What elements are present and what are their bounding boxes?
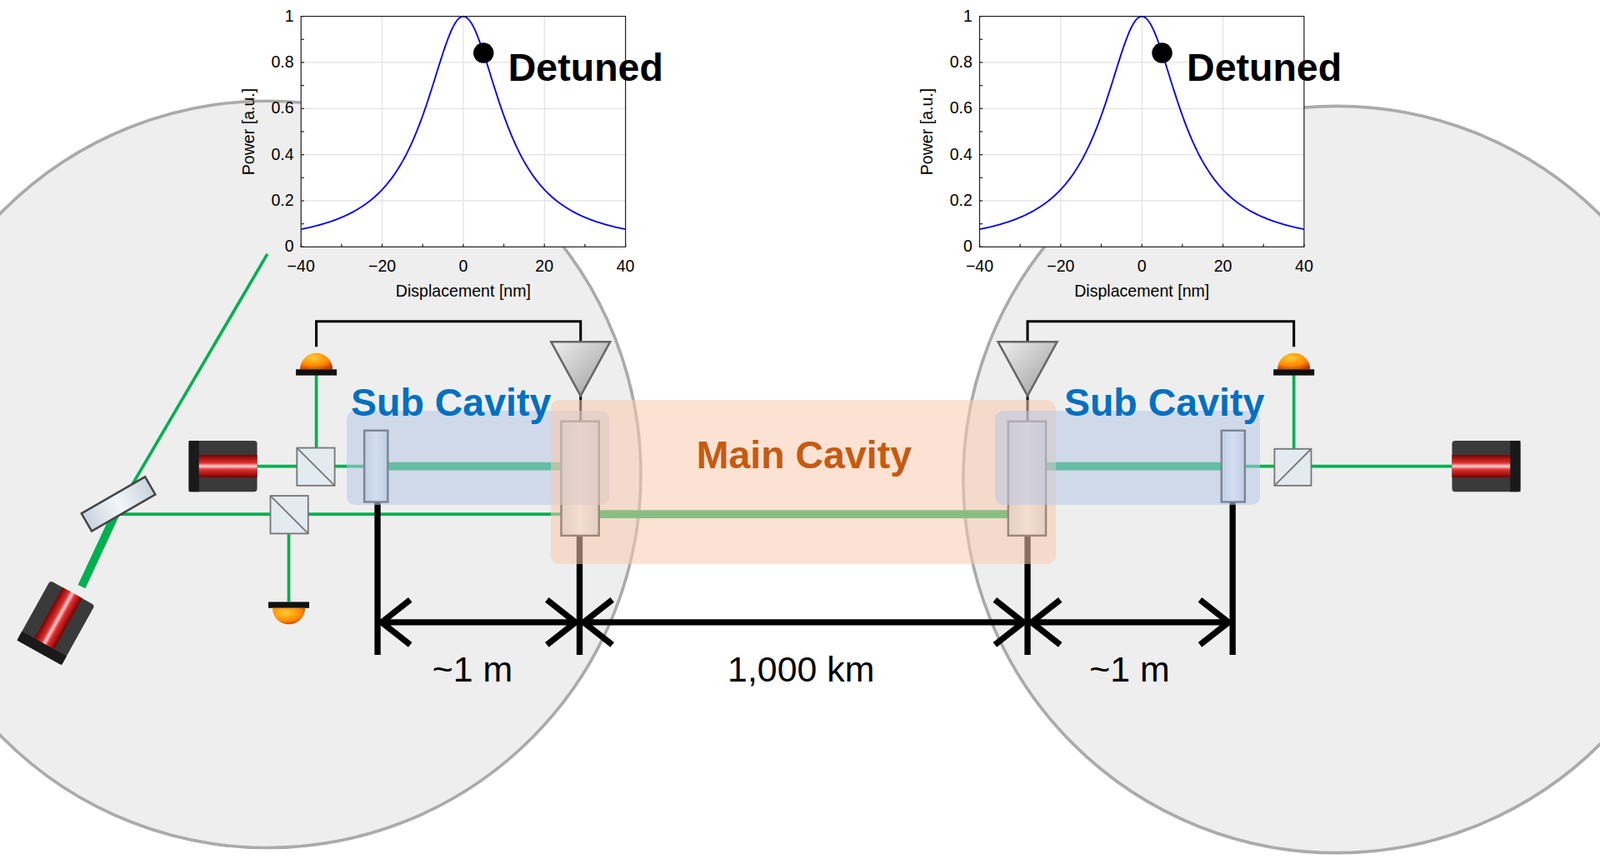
tick-label: 0.8 [270,53,294,72]
tick-label: 40 [1295,257,1314,276]
laser-source [189,440,258,492]
tick-label: 40 [616,257,635,276]
axis-label: Displacement [nm] [395,282,531,301]
tick-label: 1 [285,7,295,26]
tick-label: 0 [1137,257,1147,276]
tick-label: 20 [1214,257,1233,276]
laser-source [1451,440,1520,492]
tick-label: 0.6 [950,100,973,119]
tick-label: 1 [963,7,973,26]
tick-label: 0.4 [950,145,973,165]
tick-label: 0.4 [270,145,294,165]
dimension-arrows [381,600,1229,645]
tick-label: 20 [535,257,554,276]
sub-cavity-band: Sub Cavity [995,410,1260,505]
dimension-label: ~1 m [1089,650,1170,690]
tick-label: 0 [963,238,973,257]
laser-source [16,580,95,665]
cavity-label: Main Cavity [696,435,913,478]
photodetector [268,601,310,625]
state-label: Detuned [1186,46,1342,90]
tick-label: −40 [287,257,315,276]
dimension-label: 1,000 km [727,650,875,690]
state-label: Detuned [508,46,664,90]
tick-label: −40 [965,257,994,276]
axis-label: Power [a.u.] [918,88,937,175]
tick-label: 0 [285,238,295,257]
tick-label: −20 [368,257,396,276]
main-cavity-band: Main Cavity [550,400,1056,565]
tick-label: 0 [458,257,468,276]
dimension-label: ~1 m [432,650,513,690]
axis-label: Power [a.u.] [240,88,259,175]
tick-label: 0.8 [950,53,973,72]
actuator-symbol [998,341,1058,396]
actuator-symbol [550,341,610,396]
tick-label: −20 [1046,257,1075,276]
photodetector [295,353,337,376]
photodetector [1273,353,1315,376]
tick-label: 0.6 [270,100,294,119]
axis-label: Displacement [nm] [1074,282,1210,301]
cavity-label: Sub Cavity [350,381,551,425]
steering-mirror [81,476,156,531]
tick-label: 0.2 [270,191,294,210]
cavity-label: Sub Cavity [1064,381,1265,425]
laser-beams [81,254,1452,603]
tick-label: 0.2 [950,191,973,210]
